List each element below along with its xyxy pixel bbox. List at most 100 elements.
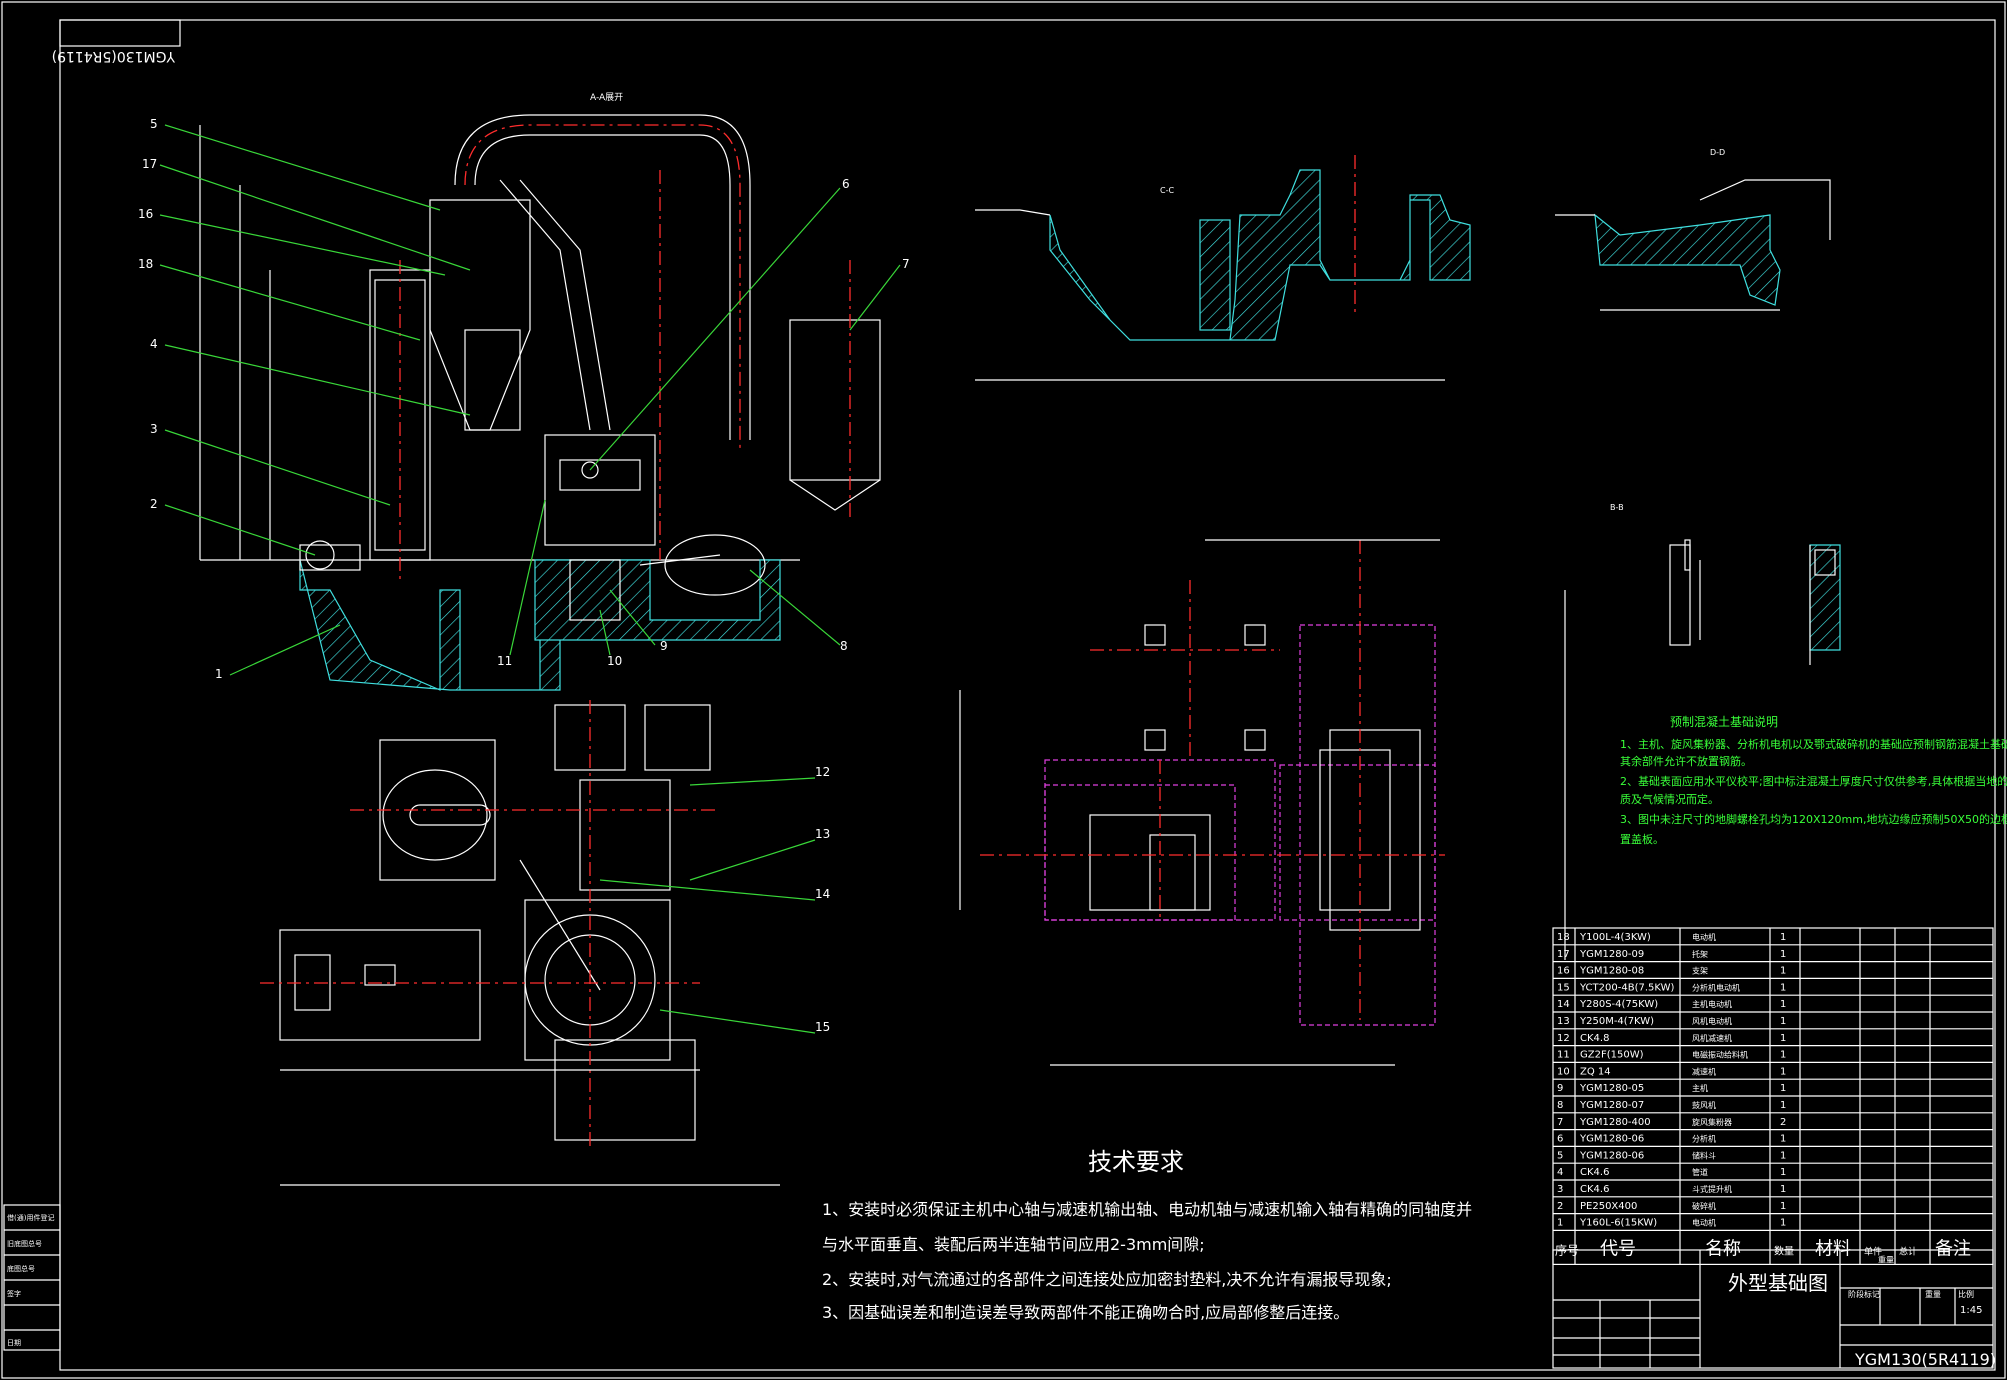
bom-cell: YGM1280-400	[1579, 1117, 1651, 1128]
plan-view: 12 13 14 15	[260, 700, 830, 1186]
bom-cell: 1	[1780, 1167, 1786, 1178]
bom-cell: YGM1280-08	[1579, 966, 1644, 977]
bom-cell: 储料斗	[1692, 1150, 1716, 1160]
scale-label: 比例	[1958, 1289, 1974, 1299]
stage-label: 阶段标记	[1848, 1289, 1880, 1299]
bom-cell: 1	[1780, 1016, 1786, 1027]
svg-text:A-A展开: A-A展开	[590, 92, 623, 103]
tech-line: 3、因基础误差和制造误差导致两部件不能正确吻合时,应局部修整后连接。	[822, 1303, 1349, 1322]
callout-16: 16	[138, 207, 153, 221]
callout-15: 15	[815, 1020, 830, 1034]
bom-cell: YGM1280-06	[1579, 1150, 1644, 1161]
bom-cell: YCT200-4B(7.5KW)	[1579, 982, 1674, 993]
bom-cell: CK4.8	[1580, 1033, 1609, 1044]
bom-cell: ZQ 14	[1580, 1066, 1611, 1077]
bom-cell: 1	[1780, 1033, 1786, 1044]
bom-cell: 17	[1557, 949, 1570, 960]
bom-cell: 5	[1557, 1150, 1563, 1161]
bom-cell: 1	[1780, 1066, 1786, 1077]
bom-cell: 旋风集粉器	[1692, 1117, 1732, 1127]
bom-header: 材料	[1815, 1238, 1851, 1259]
callout-10: 10	[607, 654, 622, 668]
section-cc: C-C	[975, 155, 1471, 381]
left-strip: 借(通)用件登记 旧底图总号 底图总号 签字 日期	[3, 1204, 61, 1351]
callout-7: 7	[902, 257, 910, 271]
foundation-plan	[959, 539, 1566, 1066]
bom-cell: 16	[1557, 966, 1570, 977]
bom-cell: 1	[1780, 1201, 1786, 1212]
bom-cell: 8	[1557, 1100, 1563, 1111]
callout-3: 3	[150, 422, 158, 436]
bom-cell: 破碎机	[1692, 1201, 1716, 1211]
tech-requirements: 技术要求 1、安装时必须保证主机中心轴与减速机输出轴、电动机轴与减速机输入轴有精…	[822, 1148, 1472, 1322]
bom-cell: 减速机	[1692, 1066, 1716, 1076]
bom-cell: YGM1280-06	[1579, 1134, 1644, 1145]
bom-cell: 1	[1780, 999, 1786, 1010]
callout-9: 9	[660, 639, 668, 653]
bom-cell: 1	[1780, 1050, 1786, 1061]
callout-13: 13	[815, 827, 830, 841]
bom-cell: 风机电动机	[1692, 1016, 1732, 1026]
bom-cell: CK4.6	[1580, 1167, 1609, 1178]
svg-text:D-D: D-D	[1710, 148, 1725, 157]
strip-text: 日期	[7, 1339, 21, 1347]
bom-cell: 分析机电动机	[1692, 982, 1740, 992]
section-bb: B-B	[1610, 503, 1841, 665]
bom-cell: 12	[1557, 1033, 1570, 1044]
tech-line: 与水平面垂直、装配后两半连轴节间应用2-3mm间隙;	[822, 1235, 1205, 1254]
notes-title: 预制混凝土基础说明	[1670, 714, 1778, 729]
bom-cell: 1	[1780, 982, 1786, 993]
bom-cell: 电磁振动给料机	[1692, 1050, 1748, 1060]
callout-5: 5	[150, 117, 158, 131]
bom-cell: 1	[1780, 949, 1786, 960]
bom-cell: 1	[1780, 1134, 1786, 1145]
bom-cell: 斗式提升机	[1692, 1184, 1732, 1194]
bom-cell: 6	[1557, 1134, 1563, 1145]
callout-18: 18	[138, 257, 153, 271]
bom-cell: 3	[1557, 1184, 1563, 1195]
bom-header: 总计	[1899, 1245, 1917, 1257]
callout-6: 6	[842, 177, 850, 191]
bom-cell: 1	[1780, 1150, 1786, 1161]
callout-2: 2	[150, 497, 158, 511]
bom-cell: 2	[1557, 1201, 1563, 1212]
bom-cell: YGM1280-05	[1579, 1083, 1644, 1094]
bom-cell: 电动机	[1692, 932, 1716, 942]
callout-14: 14	[815, 887, 830, 901]
scale-value: 1:45	[1960, 1305, 1982, 1316]
bom-cell: 管道	[1692, 1167, 1708, 1177]
bom-cell: 风机减速机	[1692, 1033, 1732, 1043]
notes-line: 1、主机、旋风集粉器、分析机电机以及鄂式破碎机的基础应预制钢筋混凝土基础,	[1620, 737, 2007, 751]
bom-header: 名称	[1705, 1238, 1741, 1259]
callout-1: 1	[215, 667, 223, 681]
notes-line: 质及气候情况而定。	[1620, 792, 1719, 806]
bom-cell: 分析机	[1692, 1134, 1716, 1144]
bom-cell: 支架	[1692, 966, 1708, 976]
callout-11: 11	[497, 654, 512, 668]
bom-header: 备注	[1935, 1238, 1971, 1259]
title-block: 外型基础图 阶段标记 重量 比例 1:45 YGM130(5R4119)	[1552, 1249, 1996, 1369]
bom-cell: CK4.6	[1580, 1184, 1609, 1195]
bom-cell: 1	[1780, 1218, 1786, 1229]
bom-cell: Y250M-4(7KW)	[1579, 1016, 1654, 1027]
bom-cell: 主机	[1692, 1083, 1708, 1093]
bom-cell: PE250X400	[1580, 1201, 1637, 1212]
callout-4: 4	[150, 337, 158, 351]
bom-cell: 7	[1557, 1117, 1563, 1128]
bom-cell: GZ2F(150W)	[1580, 1050, 1644, 1061]
strip-text: 旧底图总号	[7, 1239, 42, 1248]
bom-cell: 1	[1780, 1184, 1786, 1195]
svg-text:YGM130(5R4119): YGM130(5R4119)	[52, 48, 176, 64]
foundation-notes: 预制混凝土基础说明 1、主机、旋风集粉器、分析机电机以及鄂式破碎机的基础应预制钢…	[1620, 714, 2007, 846]
bom-cell: Y100L-4(3KW)	[1579, 932, 1651, 943]
bom-cell: Y160L-6(15KW)	[1579, 1218, 1657, 1229]
bom-cell: YGM1280-09	[1579, 949, 1644, 960]
bom-cell: YGM1280-07	[1579, 1100, 1644, 1111]
bom-cell: 9	[1557, 1083, 1563, 1094]
svg-text:C-C: C-C	[1160, 186, 1174, 195]
callout-8: 8	[840, 639, 848, 653]
bom-cell: 10	[1557, 1066, 1570, 1077]
